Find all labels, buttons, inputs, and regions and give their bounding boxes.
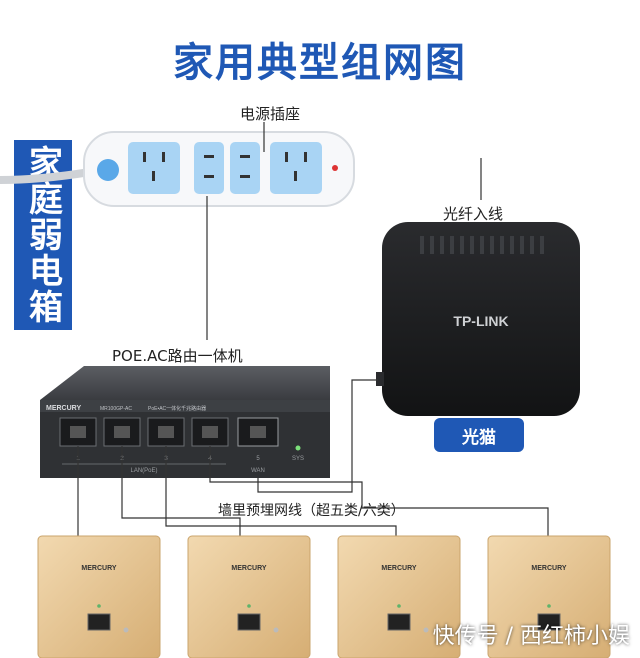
lan-port-1-icon (60, 418, 96, 446)
socket-two-pin-icon (230, 142, 260, 194)
power-strip (84, 132, 354, 206)
modem-brand: TP-LINK (453, 313, 508, 329)
modem: TP-LINK (376, 222, 580, 416)
sys-led-icon (296, 446, 301, 451)
lan-port-3-icon (148, 418, 184, 446)
router-model: MR100GP-AC (100, 406, 132, 412)
lan-port-4-icon (192, 418, 228, 446)
lan-port-2-icon (104, 418, 140, 446)
router-model-desc: PoE•AC一体化千兆路由器 (148, 405, 206, 412)
panel-brand: MERCURY (531, 565, 566, 572)
socket-two-pin-icon (194, 142, 224, 194)
router-brand: MERCURY (46, 405, 81, 412)
panel-brand: MERCURY (381, 565, 416, 572)
ethernet-port-icon (388, 614, 410, 630)
wan-label: WAN (251, 468, 265, 474)
ethernet-port-icon (238, 614, 260, 630)
sys-label: SYS (292, 456, 304, 462)
socket-three-pin-icon (128, 142, 180, 194)
wan-port-icon (238, 418, 278, 446)
watermark: 快传号 / 西红柿小娱 (433, 618, 630, 650)
panel-brand: MERCURY (231, 565, 266, 572)
power-cord (0, 172, 90, 180)
socket-three-pin-icon (270, 142, 322, 194)
router: MERCURY MR100GP-AC PoE•AC一体化千兆路由器 1 2 3 … (40, 366, 330, 478)
panel-brand: MERCURY (81, 565, 116, 572)
ethernet-port-icon (88, 614, 110, 630)
wall-panel-2: MERCURY (188, 536, 310, 658)
power-switch-icon (97, 159, 119, 181)
lan-label: LAN(PoE) (130, 468, 157, 474)
wall-panel-1: MERCURY (38, 536, 160, 658)
